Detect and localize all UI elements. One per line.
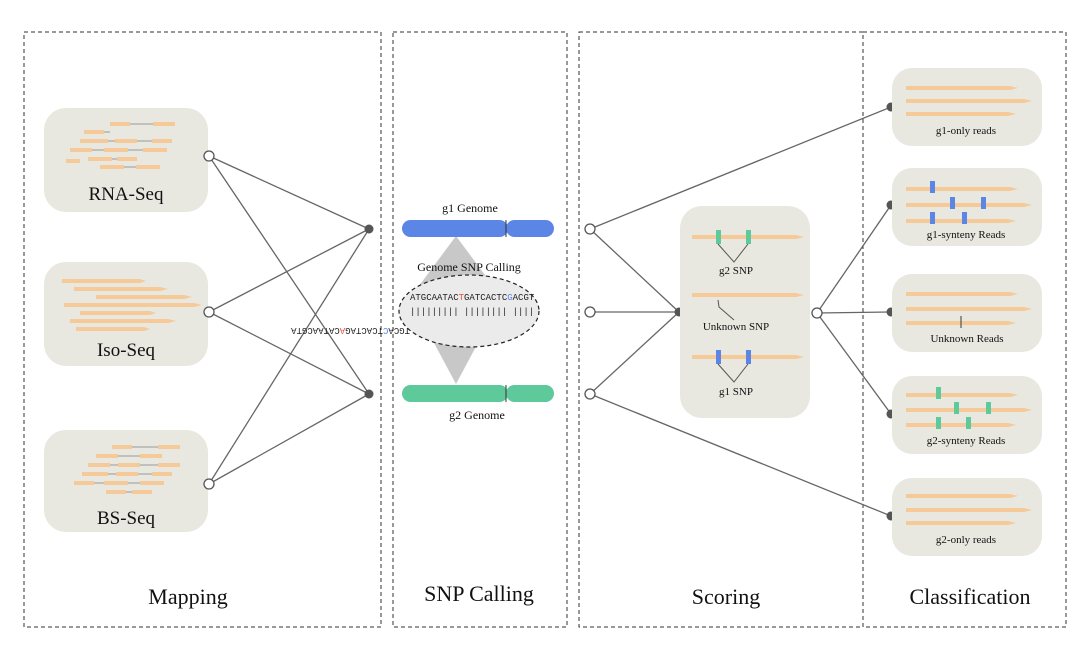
unknown-snp-read — [692, 293, 804, 321]
classification-connectors — [816, 204, 892, 415]
iso-seq-output-port — [203, 306, 215, 318]
section-title-scoring: Scoring — [692, 584, 760, 609]
rna-seq-label: RNA-Seq — [89, 184, 164, 205]
bs-seq-output-port — [203, 478, 215, 490]
bs-seq-reads-icon — [74, 445, 180, 494]
g2-only-box: g2-only reads — [892, 478, 1042, 556]
bs-seq-label: BS-Seq — [97, 508, 156, 529]
rna-seq-box: RNA-Seq — [44, 108, 208, 212]
mapping-panel — [23, 31, 382, 628]
scoring-input-port-1 — [584, 223, 596, 235]
scoring-input-port-2 — [584, 306, 596, 318]
scoring-input-port-3 — [584, 388, 596, 400]
g1-genome-bar — [402, 220, 554, 237]
g1-snp-label: g1 SNP — [719, 386, 753, 398]
iso-seq-box: Iso-Seq — [44, 262, 208, 366]
g1-snp-read — [692, 350, 804, 383]
scoring-box: g2 SNP Unknown SNP g1 SNP — [680, 206, 810, 418]
g2-genome-label: g2 Genome — [449, 408, 505, 422]
iso-seq-label: Iso-Seq — [97, 340, 156, 361]
g1-only-label: g1-only reads — [936, 125, 996, 137]
g1-mapping-node — [364, 224, 374, 234]
g2-genome-bar — [402, 385, 554, 402]
mapping-connectors — [208, 155, 370, 485]
classification-panel — [862, 31, 1067, 628]
section-title-classification: Classification — [910, 584, 1031, 609]
alignment-top-strand: ATGCAATACTGATCACTCGACGT — [410, 293, 535, 303]
iso-seq-reads-icon — [62, 279, 202, 331]
g2-synteny-box: g2-synteny Reads — [892, 376, 1042, 454]
g2-only-label: g2-only reads — [936, 534, 996, 546]
g1-synteny-label: g1-synteny Reads — [927, 229, 1006, 241]
bs-seq-box: BS-Seq — [44, 430, 208, 532]
g2-snp-label: g2 SNP — [719, 265, 753, 277]
g1-genome-label: g1 Genome — [442, 201, 498, 215]
rna-seq-reads-icon — [66, 122, 175, 169]
unknown-snp-label: Unknown SNP — [703, 321, 769, 333]
alignment-bottom-strand: TGCACTCACTAGACATAACGTA — [291, 325, 410, 335]
scoring-output-port — [811, 307, 823, 319]
unknown-reads-box: Unknown Reads — [892, 274, 1042, 352]
scoring-connectors — [589, 106, 892, 517]
g2-mapping-node — [364, 389, 374, 399]
g2-synteny-label: g2-synteny Reads — [927, 435, 1006, 447]
snp-calling-panel — [392, 31, 568, 628]
section-title-mapping: Mapping — [148, 584, 227, 609]
snp-alignment-zoom — [398, 274, 540, 348]
g1-synteny-box: g1-synteny Reads — [892, 168, 1042, 246]
genome-snp-calling-label: Genome SNP Calling — [417, 260, 521, 274]
alignment-match-bars: ||||||||| |||||||| |||| — [410, 307, 534, 317]
g2-snp-read — [692, 230, 804, 263]
section-title-snp-calling: SNP Calling — [424, 581, 534, 606]
g1-only-box: g1-only reads — [892, 68, 1042, 146]
rna-seq-output-port — [203, 150, 215, 162]
unknown-reads-label: Unknown Reads — [930, 333, 1003, 345]
